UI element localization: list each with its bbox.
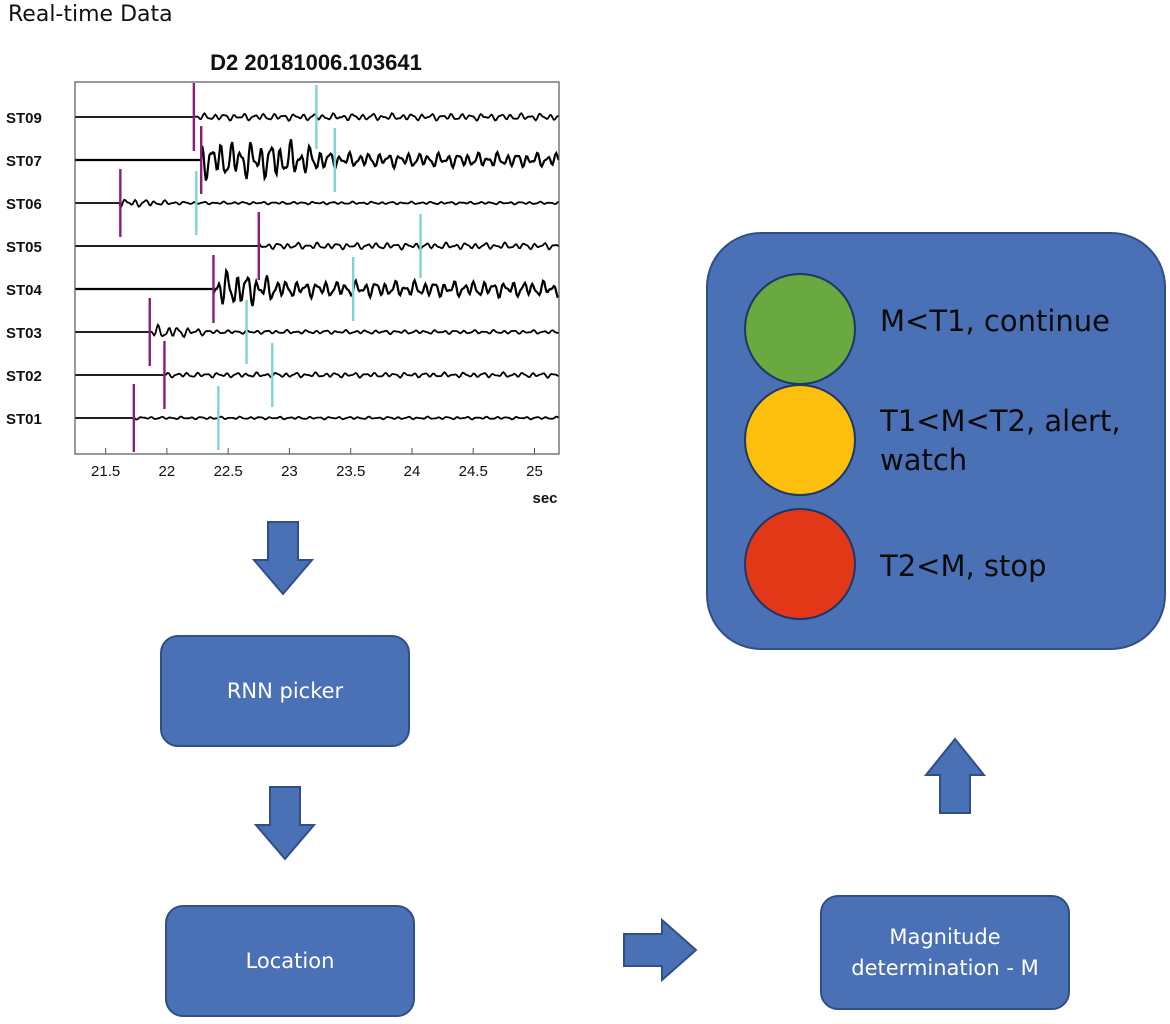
yellow-light-icon <box>744 384 856 496</box>
x-tick-label: 21.5 <box>91 463 120 480</box>
traffic-light-panel: M<T1, continue T1<M<T2, alert, watch T2<… <box>706 232 1166 650</box>
x-axis-label: sec <box>532 490 557 507</box>
x-tick-label: 22.5 <box>214 463 243 480</box>
station-label: ST05 <box>6 239 42 256</box>
rnn-picker-box: RNN picker <box>160 635 410 747</box>
station-label: ST07 <box>6 153 42 170</box>
waveform-trace <box>75 267 559 307</box>
station-label: ST09 <box>6 110 42 127</box>
magnitude-determination-box: Magnitude determination - M <box>820 895 1070 1010</box>
right-arrow-icon <box>623 918 698 983</box>
magnitude-label: Magnitude determination - M <box>851 925 1039 980</box>
waveform-trace <box>75 415 560 421</box>
x-tick-label: 24.5 <box>459 463 488 480</box>
station-label: ST04 <box>6 282 43 299</box>
rnn-picker-label: RNN picker <box>226 678 344 703</box>
real-time-data-heading: Real-time Data <box>8 2 173 27</box>
red-light-icon <box>744 508 856 620</box>
x-tick-label: 24 <box>404 463 421 480</box>
x-tick-label: 22 <box>159 463 176 480</box>
station-label: ST06 <box>6 196 42 213</box>
trace-layer <box>75 112 560 421</box>
station-label: ST01 <box>6 411 42 428</box>
x-axis: 21.5 22 22.5 23 23.5 24 24.5 25 <box>91 448 543 480</box>
waveform-trace <box>75 371 560 379</box>
x-tick-label: 23 <box>281 463 298 480</box>
waveform-trace <box>75 139 560 182</box>
x-tick-label: 23.5 <box>336 463 365 480</box>
plot-frame <box>74 81 560 455</box>
x-tick-label: 25 <box>526 463 543 480</box>
seismogram-chart: D2 20181006.103641 ST09ST07ST06ST05ST04S… <box>6 50 560 507</box>
up-arrow-icon <box>923 737 987 814</box>
station-label: ST02 <box>6 368 42 385</box>
chart-title: D2 20181006.103641 <box>210 50 422 75</box>
green-light-icon <box>744 273 856 385</box>
down-arrow-icon <box>251 521 315 596</box>
stop-label: T2<M, stop <box>880 549 1047 583</box>
pick-layer <box>119 83 422 452</box>
location-label: Location <box>245 948 335 973</box>
waveform-trace <box>75 198 560 210</box>
continue-label: M<T1, continue <box>880 304 1111 338</box>
waveform-trace <box>75 241 560 251</box>
waveform-trace <box>75 323 559 339</box>
location-box: Location <box>165 905 415 1017</box>
alert-label: T1<M<T2, alert, watch <box>880 404 1121 478</box>
down-arrow-icon <box>253 786 317 861</box>
station-label: ST03 <box>6 325 42 342</box>
